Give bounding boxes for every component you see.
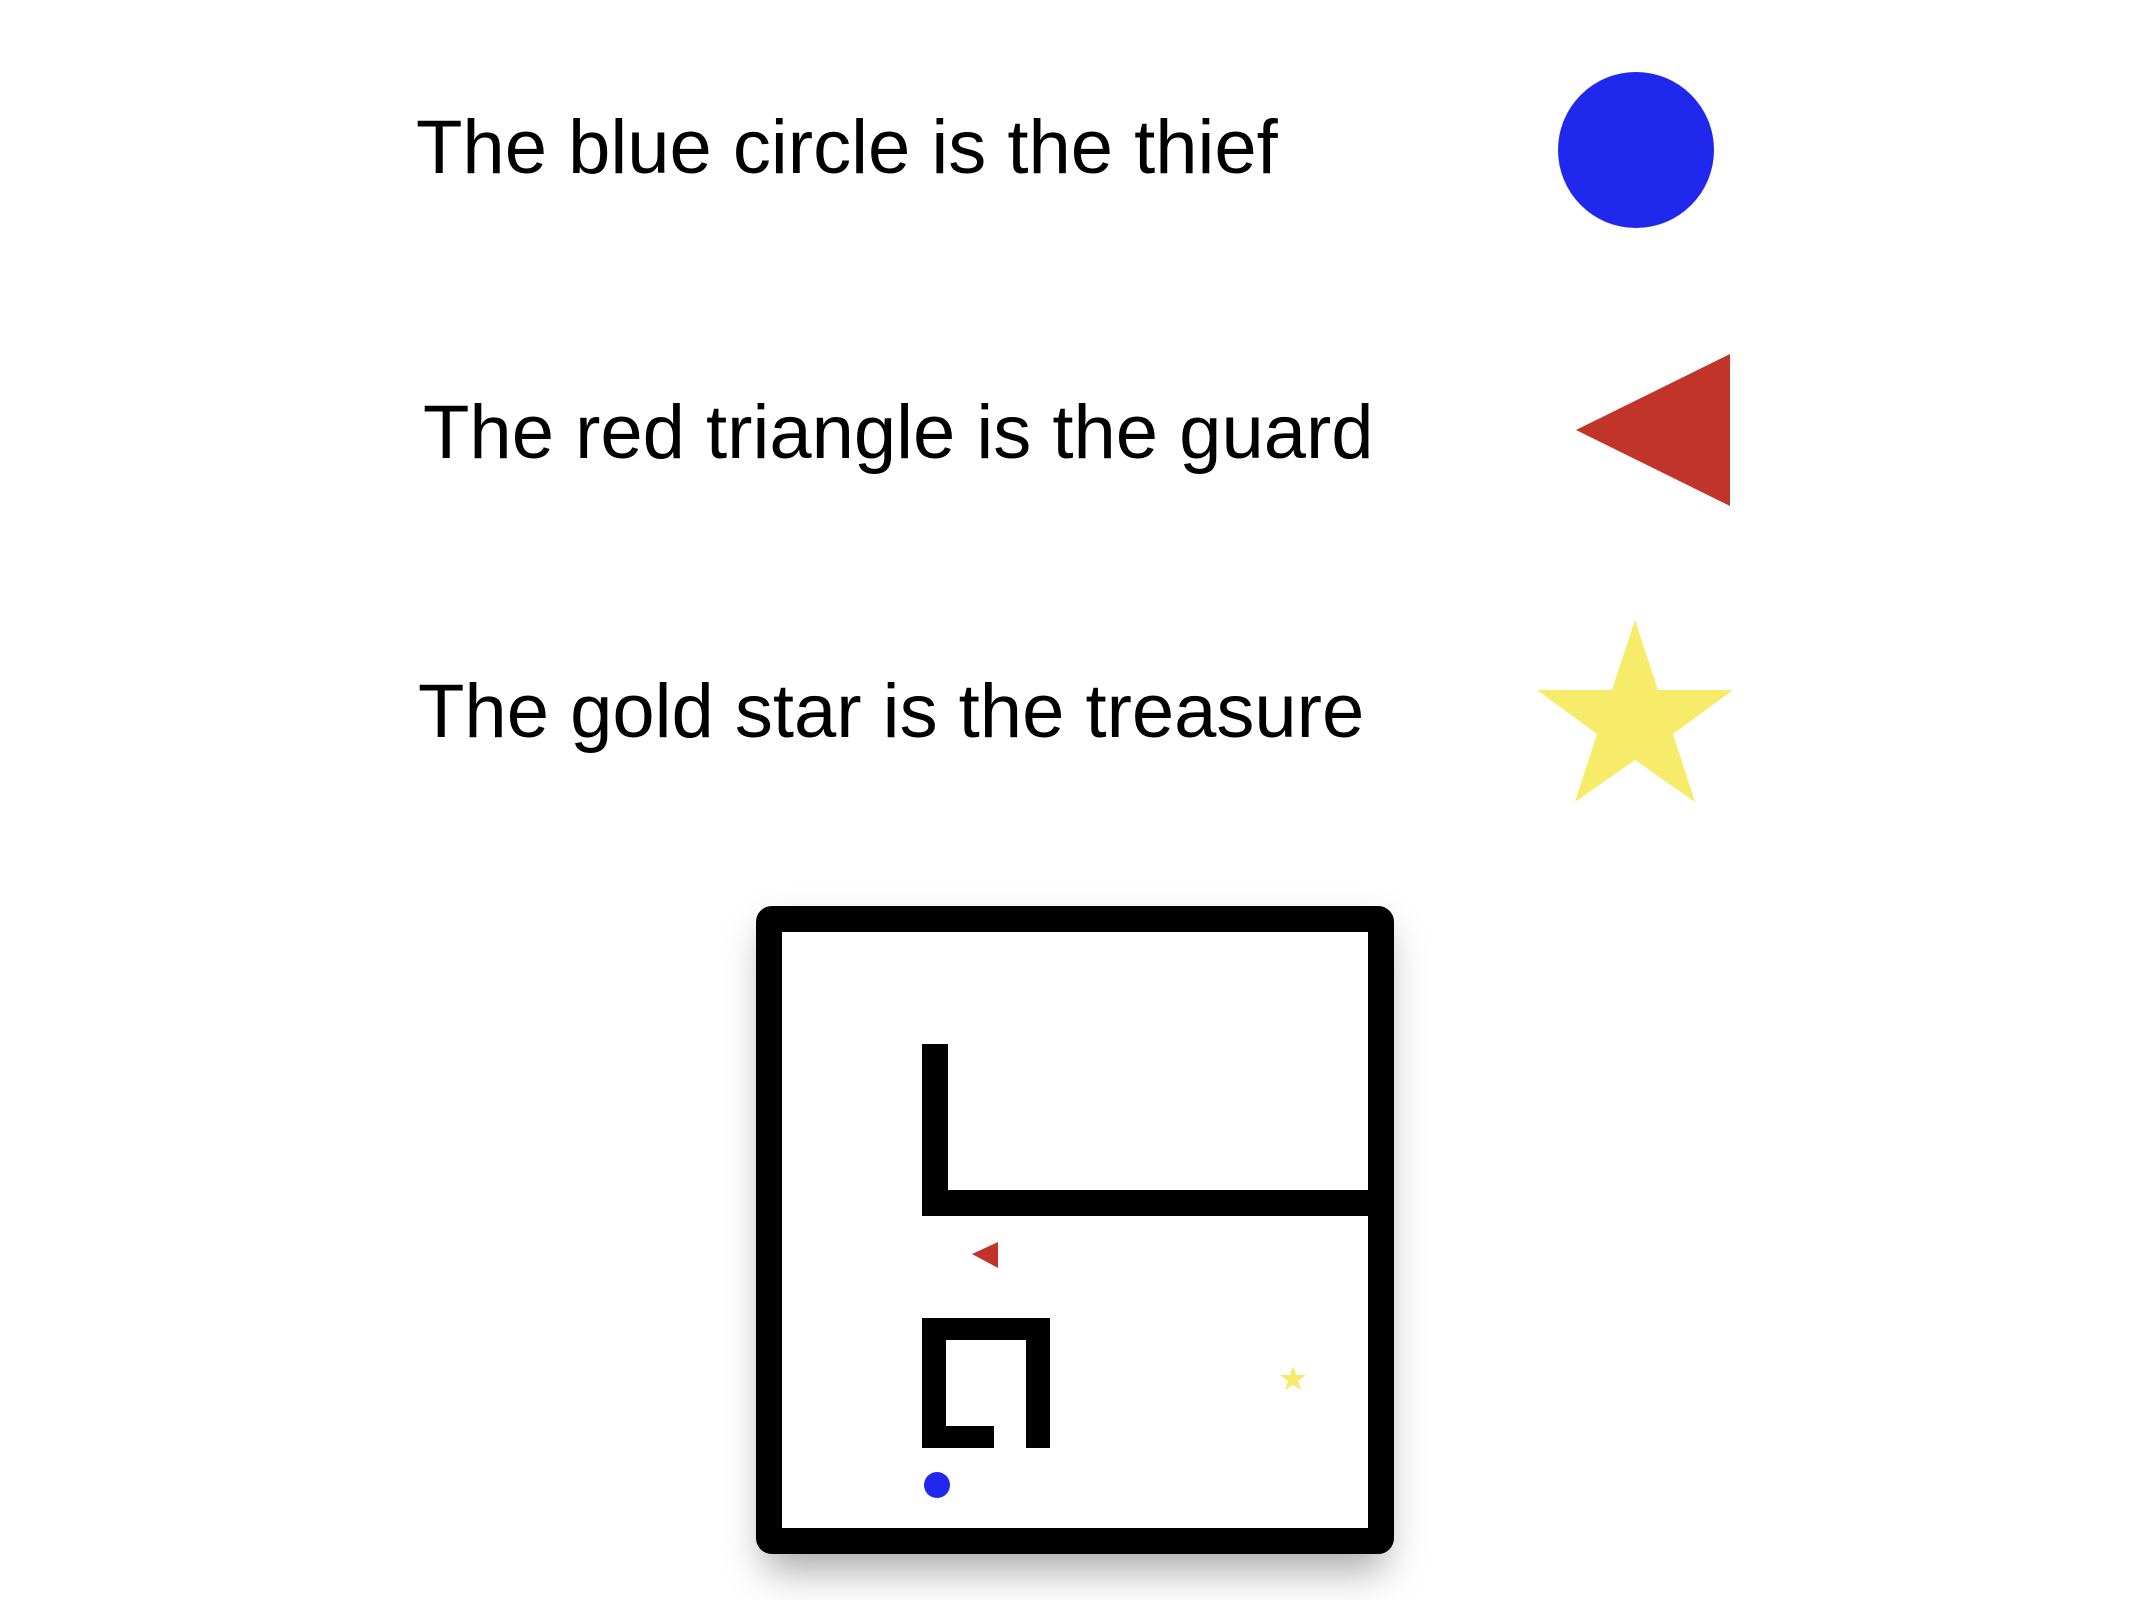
- maze-outer-wall: [756, 906, 1394, 1554]
- legend-treasure-label: The gold star is the treasure: [418, 669, 1365, 754]
- legend-thief-label: The blue circle is the thief: [416, 105, 1278, 190]
- guard-token: [972, 1242, 998, 1268]
- maze-spiral-top: [922, 1318, 1050, 1340]
- maze-wall-vertical-upper: [922, 1044, 948, 1216]
- legend-guard-label: The red triangle is the guard: [423, 390, 1374, 475]
- red-triangle-icon: [1576, 354, 1730, 506]
- maze-spiral-right: [1026, 1318, 1050, 1448]
- thief-token: [924, 1472, 950, 1498]
- treasure-legend-star: [1537, 620, 1733, 802]
- thief-legend-circle: [1558, 72, 1714, 228]
- treasure-token: [1280, 1366, 1306, 1390]
- blue-circle-icon: [1558, 72, 1714, 228]
- maze-spiral-bottom: [922, 1426, 994, 1448]
- maze-board: [756, 906, 1394, 1554]
- guard-legend-triangle: [1576, 354, 1730, 506]
- maze-wall-horizontal-middle: [922, 1190, 1368, 1216]
- gold-star-icon: [1537, 620, 1733, 802]
